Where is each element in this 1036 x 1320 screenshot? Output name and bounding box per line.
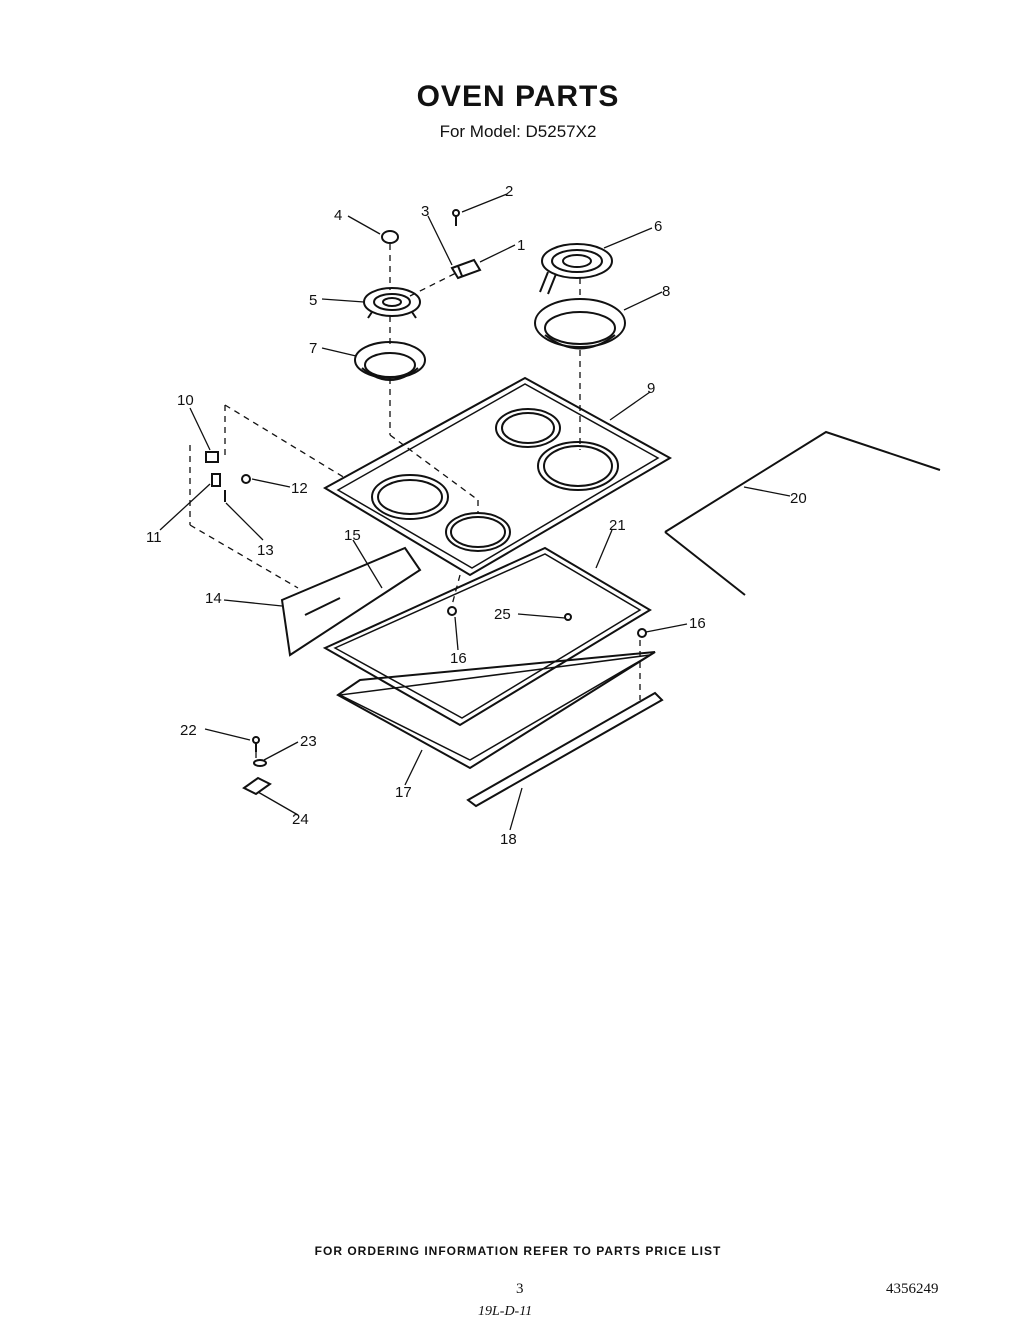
callout-6: 6 <box>654 218 662 235</box>
terminal-block <box>450 258 482 280</box>
model-subtitle: For Model: D5257X2 <box>439 122 597 141</box>
callout-23: 23 <box>300 733 317 750</box>
callout-2: 2 <box>505 183 513 200</box>
callout-14: 14 <box>205 590 222 607</box>
screw-25 <box>564 613 572 621</box>
wire-harness <box>664 430 941 533</box>
callout-7: 7 <box>309 340 317 357</box>
callout-12: 12 <box>291 480 308 497</box>
callout-4: 4 <box>334 207 342 224</box>
lower-panel <box>336 651 656 770</box>
callout-9: 9 <box>647 380 655 397</box>
small-surface-element <box>363 287 421 319</box>
callout-11: 11 <box>146 529 162 546</box>
callout-15: 15 <box>344 527 361 544</box>
callout-24: 24 <box>292 811 309 828</box>
callout-1: 1 <box>517 237 525 254</box>
leader-lines <box>159 193 791 831</box>
handwritten-mark: 19L-D-11 <box>478 1304 533 1319</box>
control-strip <box>280 546 422 657</box>
screw-16-right <box>637 628 647 638</box>
callout-18: 18 <box>500 831 517 848</box>
ordering-info-note: FOR ORDERING INFORMATION REFER TO PARTS … <box>314 1244 722 1258</box>
callout-21: 21 <box>609 517 626 534</box>
bracket-hardware <box>242 736 272 796</box>
callout-5: 5 <box>309 292 317 309</box>
document-number: 4356249 <box>886 1281 939 1297</box>
callout-25: 25 <box>494 606 511 623</box>
page-number: 3 <box>516 1281 524 1297</box>
callout-17: 17 <box>395 784 412 801</box>
screw-16-left <box>447 606 457 616</box>
callout-16-right: 16 <box>689 615 706 632</box>
callout-labels: 1 2 3 4 5 6 7 8 9 10 11 12 13 14 15 16 1… <box>146 183 807 848</box>
small-drip-pan <box>354 341 426 381</box>
callout-22: 22 <box>180 722 197 739</box>
alignment-lines <box>189 244 641 758</box>
callout-10: 10 <box>177 392 194 409</box>
cooktop-top-part <box>322 376 673 577</box>
trim-strip <box>466 691 664 808</box>
callout-3: 3 <box>421 203 429 220</box>
knob-cap <box>381 230 399 244</box>
large-drip-pan <box>534 298 626 350</box>
callout-20: 20 <box>790 490 807 507</box>
large-surface-element <box>539 243 613 295</box>
callout-13: 13 <box>257 542 274 559</box>
page-title: OVEN PARTS <box>416 80 620 113</box>
small-screw <box>452 209 460 226</box>
side-hardware <box>205 451 251 502</box>
callout-8: 8 <box>662 283 670 300</box>
cooktop-frame <box>322 546 652 727</box>
callout-16-left: 16 <box>450 650 467 667</box>
